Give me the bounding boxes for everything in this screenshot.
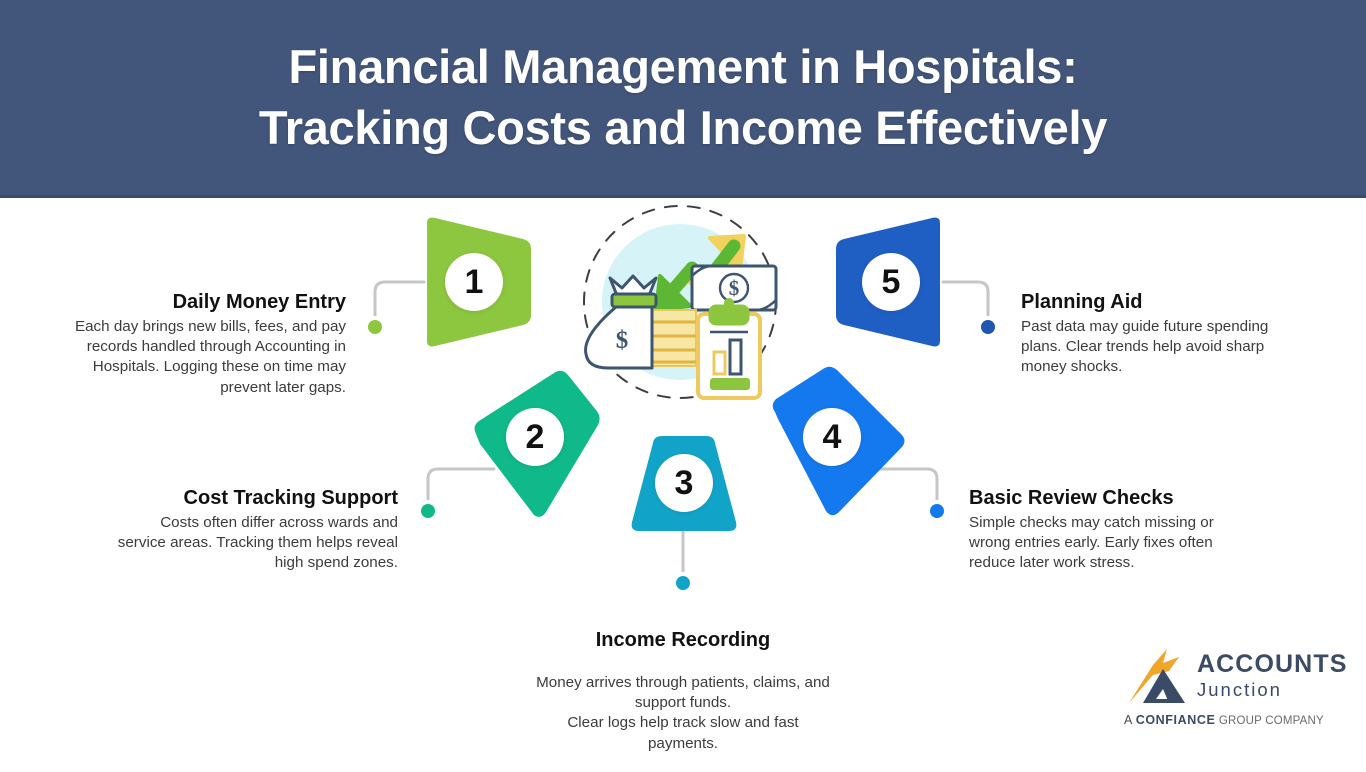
- step-shape-2[interactable]: 2: [472, 368, 602, 520]
- accounts-junction-logo: ACCOUNTS Junction A CONFIANCE GROUP COMP…: [1123, 645, 1346, 735]
- info-body-1: Each day brings new bills, fees, and pay…: [74, 318, 346, 396]
- step-number-3: 3: [655, 454, 713, 512]
- connector-dot-3: [672, 572, 694, 594]
- step-shape-5[interactable]: 5: [832, 206, 948, 358]
- info-title-1: Daily Money Entry: [172, 291, 346, 313]
- info-block-income-recording: Income Recording Money arrives through p…: [533, 610, 833, 772]
- banknote-icon: $: [690, 264, 778, 312]
- step-shape-4[interactable]: 4: [769, 364, 909, 519]
- connector-line-5: [941, 280, 990, 318]
- info-title-5: Planning Aid: [1021, 291, 1143, 313]
- logo-tagline: A CONFIANCE GROUP COMPANY: [1124, 713, 1324, 727]
- info-title-2: Cost Tracking Support: [183, 487, 398, 509]
- logo-tagline-brand: CONFIANCE: [1135, 713, 1216, 727]
- connector-dot-1: [364, 316, 386, 338]
- step-shape-3[interactable]: 3: [623, 436, 745, 534]
- info-body-4: Simple checks may catch missing or wrong…: [969, 514, 1214, 572]
- svg-text:$: $: [616, 327, 629, 354]
- logo-mark-icon: [1129, 649, 1185, 703]
- bill-stack-icon: [649, 309, 697, 367]
- connector-dot-4: [926, 500, 948, 522]
- connector-dot-2: [417, 500, 439, 522]
- step-number-4: 4: [803, 408, 861, 466]
- info-title-3: Income Recording: [595, 629, 771, 651]
- header-bar: Financial Management in Hospitals: Track…: [0, 0, 1366, 198]
- connector-line-1: [373, 280, 426, 318]
- step-number-1: 1: [445, 253, 503, 311]
- step-shape-1[interactable]: 1: [419, 206, 535, 358]
- info-title-4: Basic Review Checks: [969, 487, 1174, 509]
- logo-tagline-prefix: A: [1124, 713, 1136, 727]
- info-block-cost-tracking-support: Cost Tracking Support Costs often differ…: [110, 486, 398, 574]
- info-body-2: Costs often differ across wards and serv…: [117, 514, 398, 572]
- logo-accounts-text: ACCOUNTS: [1197, 650, 1348, 678]
- info-block-planning-aid: Planning Aid Past data may guide future …: [1021, 290, 1311, 378]
- page-title: Financial Management in Hospitals: Track…: [258, 40, 1108, 154]
- step-number-2: 2: [506, 408, 564, 466]
- logo-wordmark: ACCOUNTS Junction: [1197, 652, 1347, 700]
- step-number-5: 5: [862, 253, 920, 311]
- money-bag-icon: $: [584, 274, 658, 370]
- connector-dot-5: [977, 316, 999, 338]
- logo-junction-text: Junction: [1197, 679, 1282, 700]
- info-body-3: Money arrives through patients, claims, …: [536, 674, 830, 752]
- info-block-basic-review-checks: Basic Review Checks Simple checks may ca…: [969, 486, 1259, 574]
- clipboard-chart-icon: [696, 298, 762, 400]
- finance-illustration: $ $: [568, 202, 796, 412]
- info-block-daily-money-entry: Daily Money Entry Each day brings new bi…: [52, 290, 346, 398]
- info-body-5: Past data may guide future spending plan…: [1021, 318, 1269, 376]
- infographic-stage: $ $: [0, 198, 1366, 768]
- logo-tagline-suffix: GROUP COMPANY: [1215, 715, 1324, 727]
- svg-text:$: $: [729, 276, 740, 300]
